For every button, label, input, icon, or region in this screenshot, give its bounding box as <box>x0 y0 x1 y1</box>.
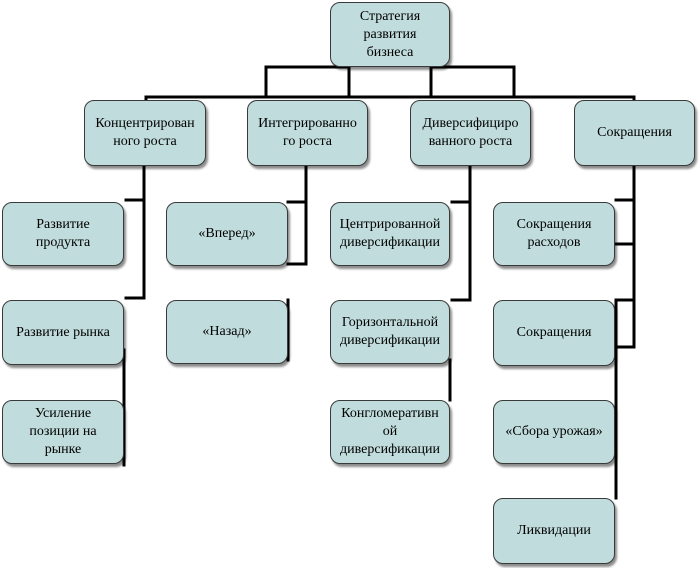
node-label: Развитие рынка <box>16 324 110 340</box>
connector-root-right <box>429 65 516 99</box>
node-label: Концентрирован ного роста <box>95 116 195 149</box>
node-label: «Сбора урожая» <box>505 424 603 439</box>
connector-branch-1 <box>122 164 146 467</box>
node-label: Сокращения расходов <box>516 217 592 250</box>
node-diversified-growth: Диверсифициро ванного роста <box>410 100 531 166</box>
node-label: «Назад» <box>202 324 252 339</box>
node-conglomerate-diversification: Конгломеративн ой диверсификации <box>330 400 450 464</box>
node-label: «Вперед» <box>198 226 256 241</box>
node-integrated-growth: Интегрированно го роста <box>247 100 368 166</box>
node-market-development: Развитие рынка <box>2 300 124 365</box>
node-horizontal-diversification: Горизонтальной диверсификации <box>330 300 450 364</box>
node-label: Конгломеративн ой диверсификации <box>340 406 440 457</box>
node-root: Стратегия развития бизнеса <box>330 2 450 67</box>
node-label: Ликвидации <box>517 523 591 538</box>
connector-branch-2 <box>286 164 308 362</box>
node-backward: «Назад» <box>166 300 288 364</box>
node-label: Центрированной диверсификации <box>339 217 441 250</box>
node-liquidation: Ликвидации <box>493 498 615 564</box>
node-label: Сокращения <box>516 325 592 340</box>
connector-branch-3 <box>448 164 472 402</box>
node-cost-reduction: Сокращения расходов <box>493 202 615 266</box>
node-harvest: «Сбора урожая» <box>493 400 615 464</box>
node-label: Развитие продукта <box>35 217 91 250</box>
node-reduction-child: Сокращения <box>493 300 615 366</box>
node-label: Стратегия развития бизнеса <box>359 8 421 60</box>
node-centered-diversification: Центрированной диверсификации <box>330 202 450 266</box>
node-product-development: Развитие продукта <box>2 202 124 266</box>
node-market-position: Усиление позиции на рынке <box>2 400 124 464</box>
connector-branch-4 <box>614 164 636 500</box>
node-concentrated-growth: Концентрирован ного роста <box>84 100 206 166</box>
node-label: Сокращения <box>597 125 672 140</box>
node-forward: «Вперед» <box>166 202 288 266</box>
node-label: Диверсифициро ванного роста <box>422 116 519 149</box>
node-label: Горизонтальной диверсификации <box>340 315 440 348</box>
connector-level1-bus <box>144 95 636 102</box>
node-reduction: Сокращения <box>574 100 695 166</box>
node-label: Интегрированно го роста <box>258 116 357 149</box>
connector-root-left <box>264 65 351 99</box>
node-label: Усиление позиции на рынке <box>29 406 97 457</box>
